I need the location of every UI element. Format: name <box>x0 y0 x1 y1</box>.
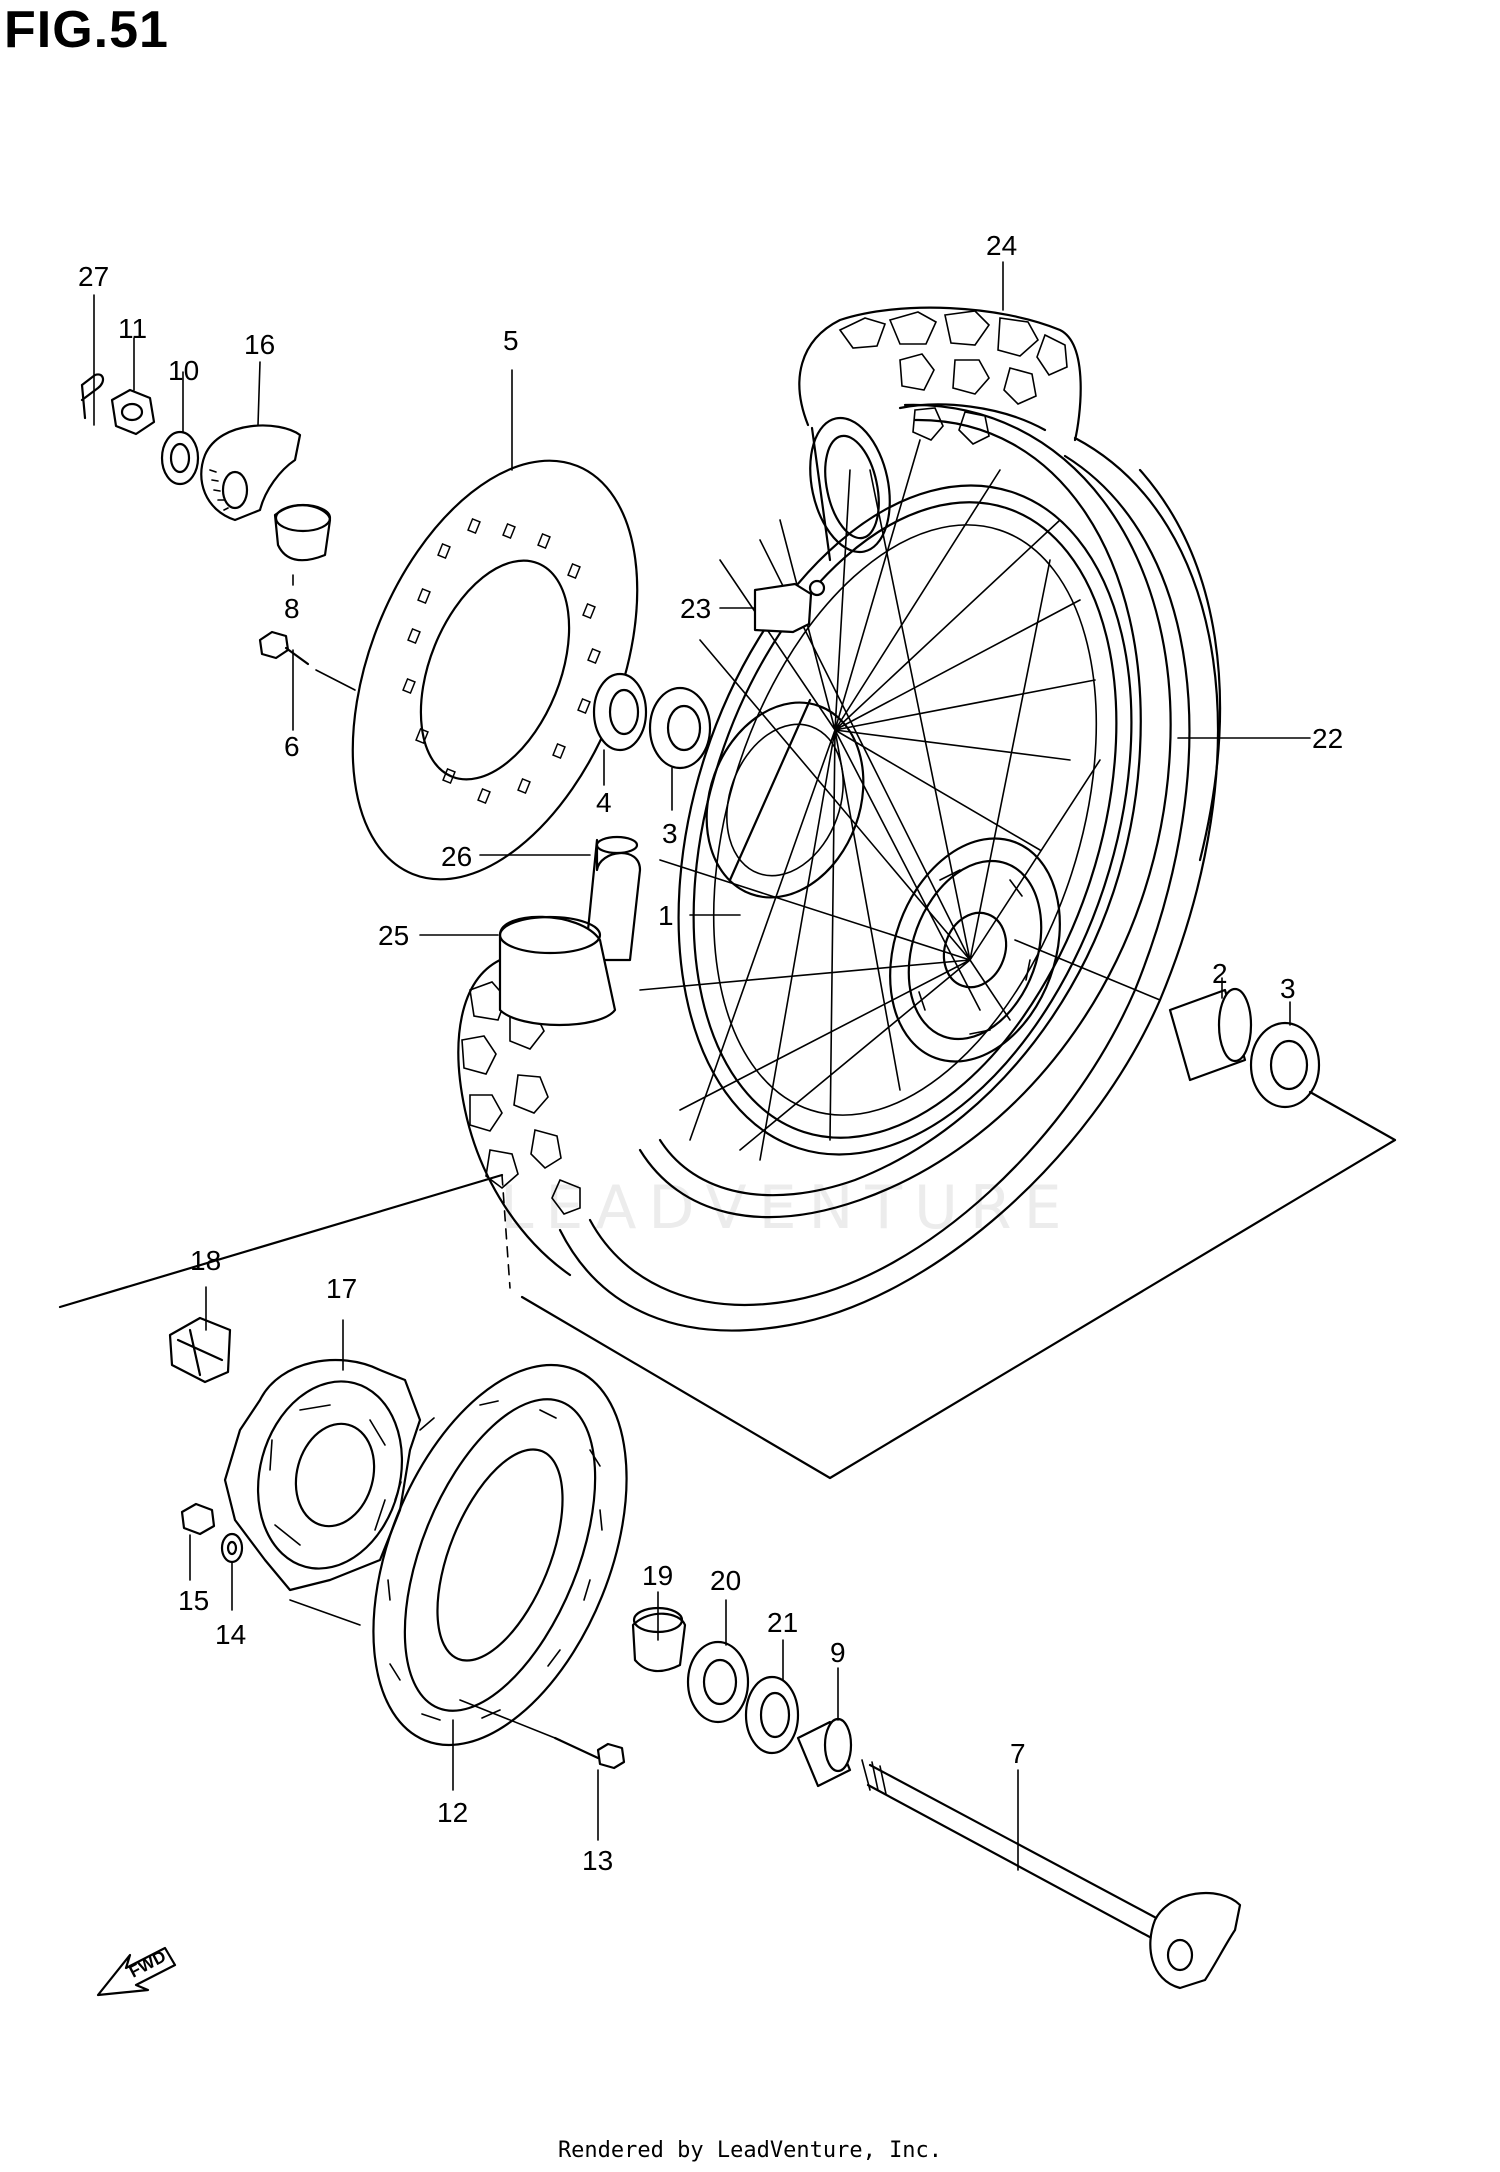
axle-7 <box>861 1759 1242 1990</box>
washer-14 <box>220 1532 244 1564</box>
spacer-19 <box>631 1606 687 1673</box>
bearing-3-left <box>648 686 712 770</box>
bolt-line-13 <box>459 1699 561 1741</box>
callout-10: 10 <box>168 355 199 386</box>
callout-3-right: 3 <box>1280 973 1296 1004</box>
oil-seal-21 <box>744 1675 800 1755</box>
callout-1: 1 <box>658 900 674 931</box>
spacer-8 <box>273 503 332 562</box>
spacer-2 <box>1168 987 1253 1082</box>
callout-14: 14 <box>215 1619 246 1650</box>
hub-to-sprocket-line <box>289 1599 361 1626</box>
bearing-3-right <box>1249 1021 1321 1109</box>
bolt-13 <box>553 1736 626 1770</box>
callout-2: 2 <box>1212 958 1228 989</box>
damper-18 <box>168 1316 232 1384</box>
callout-23: 23 <box>680 593 711 624</box>
callout-26: 26 <box>441 841 472 872</box>
callout-6: 6 <box>284 731 300 762</box>
callout-25: 25 <box>378 920 409 951</box>
tire-tread-top-24 <box>798 306 1082 562</box>
oil-seal-4 <box>592 672 648 752</box>
footer-credit: Rendered by LeadVenture, Inc. <box>557 2138 943 2163</box>
callout-13: 13 <box>582 1845 613 1876</box>
bearing-20 <box>686 1640 750 1724</box>
watermark: LEADVENTURE <box>500 1173 1074 1243</box>
callout-8: 8 <box>284 593 300 624</box>
rim <box>677 484 1133 1156</box>
cotter-pin-27 <box>80 373 105 420</box>
reference-frame <box>58 1090 1397 1480</box>
callout-15: 15 <box>178 1585 209 1616</box>
callout-18: 18 <box>190 1245 221 1276</box>
callout-4: 4 <box>596 787 612 818</box>
hub-1 <box>705 698 1061 1063</box>
callout-12: 12 <box>437 1797 468 1828</box>
valve-23 <box>753 579 826 634</box>
washer-10 <box>160 430 200 486</box>
callout-3-upper: 3 <box>662 818 678 849</box>
nut-11 <box>110 388 156 436</box>
tube-25 <box>498 915 617 1027</box>
callout-24: 24 <box>986 230 1017 261</box>
tire-22 <box>558 403 1222 1332</box>
figure-title: FIG.51 <box>4 1 169 59</box>
chain-adjuster-16 <box>200 424 302 522</box>
reference-frame-dash <box>501 1174 511 1289</box>
callout-21: 21 <box>767 1607 798 1638</box>
sprocket-mount-17 <box>223 1358 422 1592</box>
callout-5: 5 <box>503 325 519 356</box>
callout-22: 22 <box>1312 723 1343 754</box>
axle-line-upper <box>1014 939 1161 1001</box>
callout-16: 16 <box>244 329 275 360</box>
fwd-arrow-icon: FWD <box>96 1947 177 1997</box>
callout-11: 11 <box>118 313 147 344</box>
callout-17: 17 <box>326 1273 357 1304</box>
callout-19: 19 <box>642 1560 673 1591</box>
callouts: 27 11 10 16 5 8 6 4 3 26 25 1 24 23 22 2… <box>78 230 1343 1876</box>
callout-7: 7 <box>1010 1738 1026 1769</box>
sprocket-12 <box>372 1363 628 1747</box>
callout-20: 20 <box>710 1565 741 1596</box>
tire-tread-bottom <box>457 958 581 1277</box>
spacer-9 <box>796 1717 853 1788</box>
callout-9: 9 <box>830 1637 846 1668</box>
callout-27: 27 <box>78 261 109 292</box>
leader-lines <box>93 261 1311 1871</box>
nut-15 <box>180 1502 216 1536</box>
bolt-6 <box>258 630 356 691</box>
